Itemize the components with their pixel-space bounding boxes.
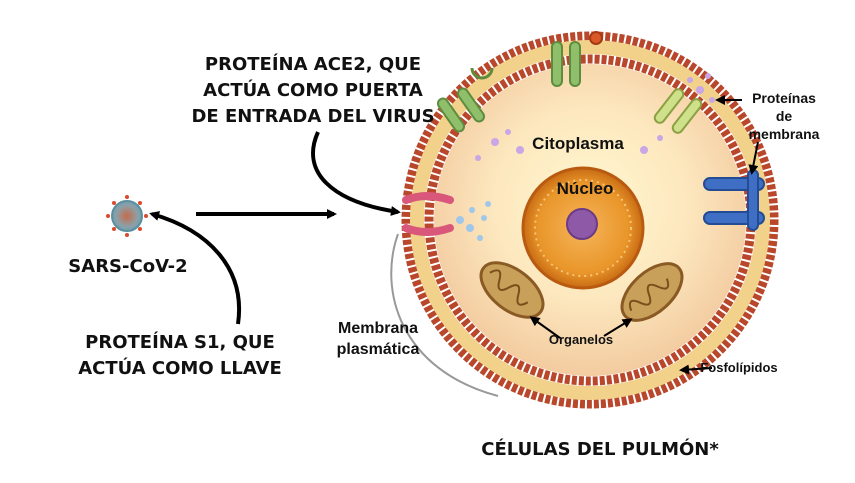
ace2-ligands [456,201,491,241]
membrane-bracket [390,233,499,397]
s1-label-line2: ACTÚA COMO LLAVE [78,358,282,379]
fosfolipidos-pointer [679,364,713,375]
membrana-proteina-pointer [748,141,759,175]
proteinas-label-line2: de [775,108,793,124]
nucleo-label: Núcleo [556,179,614,198]
organelos-label: Organelos [548,332,614,347]
s1-label: PROTEÍNA S1, QUE ACTÚA COMO LLAVE [60,330,300,382]
receptor-green-top [551,31,603,87]
fosfolipidos-label: Fosfolípidos [700,360,778,375]
receptor-green-right [653,88,703,134]
virus-particle [106,195,148,237]
organelos-pointer-right [603,318,633,337]
nucleus-texture [534,179,632,277]
s1-pointer-arrow [149,211,242,325]
receptor-green-top-left [436,67,494,133]
ace2-label: PROTEÍNA ACE2, QUE ACTÚA COMO PUERTA DE … [188,52,438,130]
proteinas-label-line3: membrana [748,126,820,142]
caption: CÉLULAS DEL PULMÓN* [481,439,719,460]
ace2-label-line2: ACTÚA COMO PUERTA [203,80,423,101]
membrana-label: Membrana plasmática [322,318,434,360]
receptor-blue [703,169,765,231]
membrana-label-line1: Membrana [337,320,419,337]
proteinas-label-line1: Proteínas [752,90,816,106]
proteinas-label: Proteínas de membrana [738,89,830,143]
virus-label: SARS-CoV-2 [68,256,188,277]
mitochondrion-right [620,262,684,322]
ace2-receptor [402,192,454,236]
mitochondrion-left [479,261,545,319]
ace2-pointer-arrow [311,131,401,216]
nucleolus [566,208,598,240]
membrane-outer-heads [401,31,779,409]
ace2-label-line3: DE ENTRADA DEL VIRUS [191,106,435,127]
s1-label-line1: PROTEÍNA S1, QUE [85,332,275,353]
citoplasma-label: Citoplasma [532,134,624,153]
membrana-label-line2: plasmática [336,341,420,358]
organelos-pointer-left [529,316,561,339]
ace2-label-line1: PROTEÍNA ACE2, QUE [204,54,422,75]
